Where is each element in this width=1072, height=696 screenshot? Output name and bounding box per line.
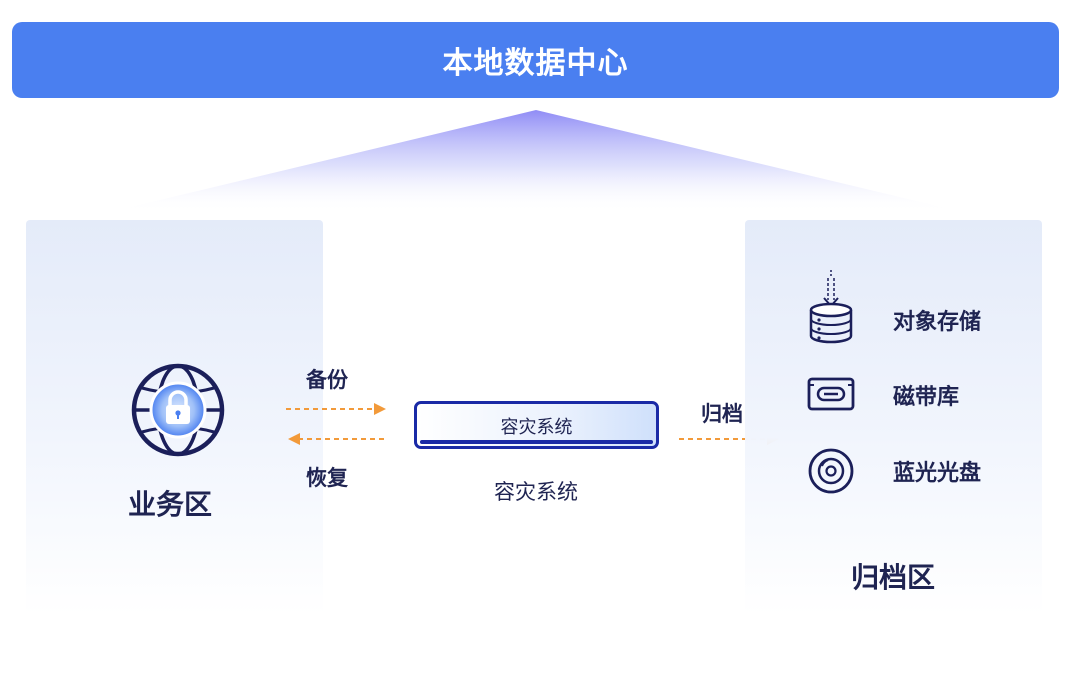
backup-arrow-icon [286,403,386,415]
tape-library-label: 磁带库 [893,385,960,410]
blu-ray-disc-label: 蓝光光盘 [893,461,982,486]
dr-system-box: 容灾系统 [414,401,659,449]
archive-zone-label: 归档区 [851,561,936,594]
blu-ray-disc-icon [808,448,854,494]
object-storage-label: 对象存储 [893,310,982,335]
archive-label: 归档 [701,402,743,426]
dr-system-box-label: 容灾系统 [500,417,573,438]
object-storage-icon [809,270,853,344]
archive-zone-panel [745,220,1042,615]
page-title: 本地数据中心 [442,46,629,81]
tape-library-icon [807,377,855,411]
datacenter-header: 本地数据中心 [12,22,1059,98]
restore-arrow-icon [288,433,388,445]
restore-label: 恢复 [306,466,348,490]
dr-system-caption: 容灾系统 [494,480,578,504]
business-zone-label: 业务区 [128,488,213,521]
backup-label: 备份 [306,368,348,392]
secure-globe-icon [131,363,225,457]
